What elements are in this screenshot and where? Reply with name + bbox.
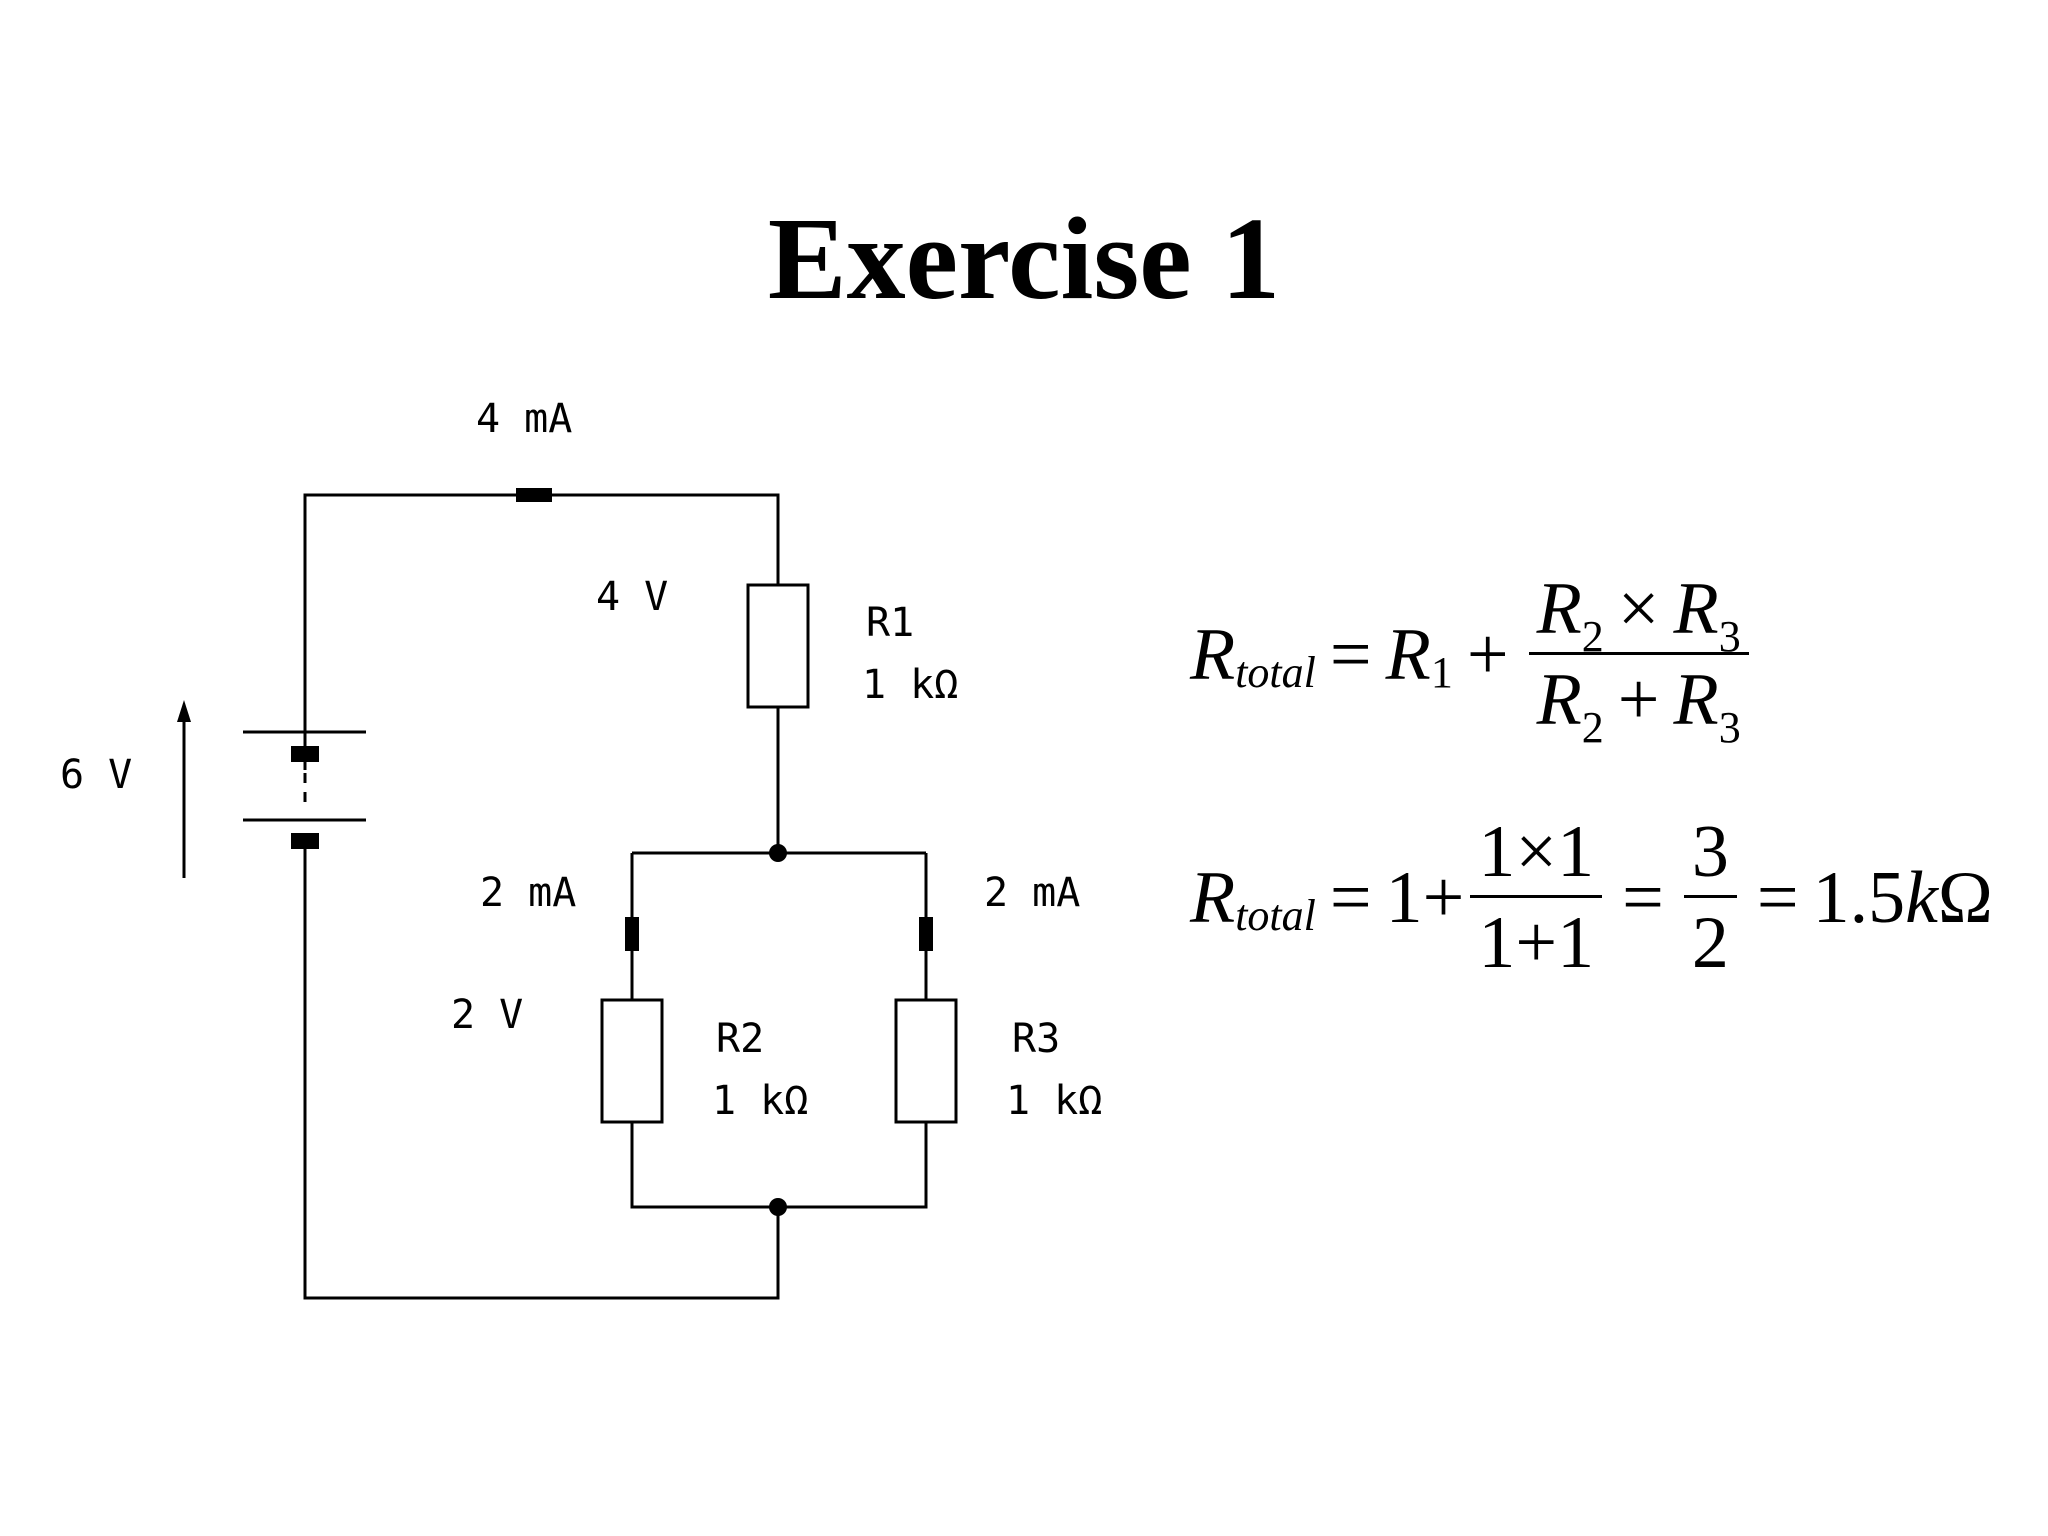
branch-right-current-label: 2 mA — [984, 870, 1080, 916]
r3-name-label: R3 — [1012, 1016, 1060, 1062]
wire-return — [303, 848, 780, 1300]
eq2-fraction-2: 3 2 — [1683, 815, 1737, 984]
eq2-equals-3: = — [1756, 856, 1799, 939]
battery-terminal-bottom — [291, 833, 319, 849]
eq2-lhs-subscript: total — [1235, 890, 1316, 940]
eq2-fraction-1: 1×1 1+1 — [1470, 815, 1603, 984]
eq1-r1-symbol: R — [1385, 613, 1431, 696]
eq2-lead: 1+ — [1385, 856, 1465, 939]
eq2-fraction-1-denominator: 1+1 — [1478, 902, 1595, 984]
eq2-fraction-2-numerator: 3 — [1683, 815, 1737, 898]
eq2-result-unit-k: k — [1905, 856, 1938, 939]
resistor-r1 — [746, 583, 810, 709]
source-voltage-label: 6 V — [60, 752, 132, 798]
voltage-arrow-head — [177, 700, 191, 722]
eq1-lhs-subscript: total — [1235, 647, 1316, 697]
resistor-r2 — [600, 998, 664, 1124]
r1-value-label: 1 kΩ — [862, 662, 958, 708]
battery-terminal-top — [291, 746, 319, 762]
main-current-label: 4 mA — [476, 396, 572, 442]
node-top — [769, 844, 787, 862]
eq2-fraction-1-numerator: 1×1 — [1470, 815, 1603, 898]
eq1-equals: = — [1329, 613, 1372, 696]
wire-branch-bottom — [630, 1122, 928, 1209]
r3-value-label: 1 kΩ — [1006, 1078, 1102, 1124]
eq1-fraction: R2×R3 R2+R3 — [1528, 572, 1749, 752]
branch-left-current-label: 2 mA — [480, 870, 576, 916]
parallel-voltage-label: 2 V — [451, 992, 523, 1038]
r2-name-label: R2 — [716, 1016, 764, 1062]
r1-name-label: R1 — [866, 600, 914, 646]
current-marker-right — [919, 917, 933, 951]
eq2-equals-2: = — [1622, 856, 1664, 939]
page-title: Exercise 1 — [767, 193, 1281, 324]
resistor-r3 — [894, 998, 958, 1124]
eq2-lhs-symbol: R — [1190, 856, 1236, 939]
eq2-equals: = — [1329, 856, 1372, 939]
current-marker-main — [516, 488, 552, 502]
eq1-denominator: R2+R3 — [1536, 659, 1741, 752]
node-bottom — [769, 1198, 787, 1216]
current-marker-left — [625, 917, 639, 951]
eq1-r1-subscript: 1 — [1430, 647, 1453, 697]
r2-value-label: 1 kΩ — [712, 1078, 808, 1124]
eq2-result-unit-omega: Ω — [1937, 856, 1993, 939]
eq1-plus: + — [1466, 613, 1509, 696]
eq1-lhs-symbol: R — [1190, 613, 1236, 696]
eq1-numerator: R2×R3 — [1528, 572, 1749, 659]
r1-voltage-label: 4 V — [596, 574, 668, 620]
eq2-fraction-2-denominator: 2 — [1691, 902, 1729, 984]
wire-left-top — [303, 493, 780, 770]
eq2-result-value: 1.5 — [1812, 856, 1906, 939]
